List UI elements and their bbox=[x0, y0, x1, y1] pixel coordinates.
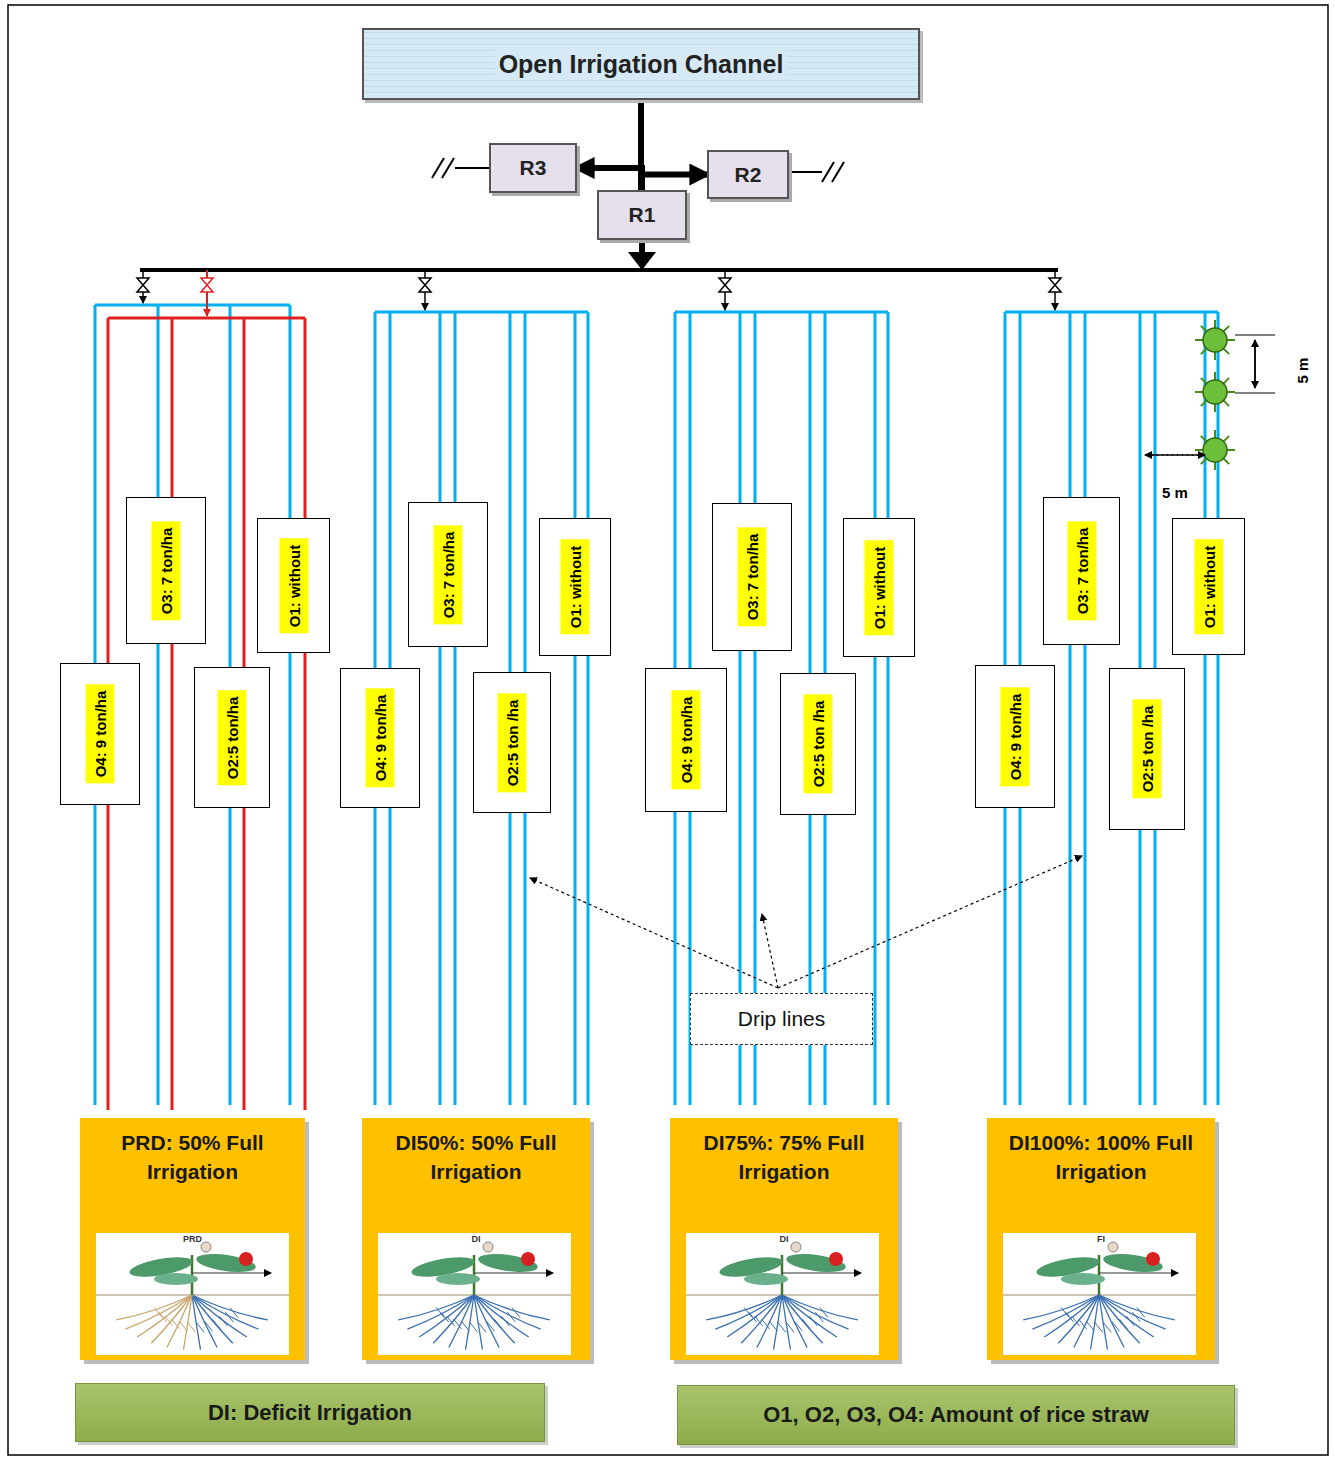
callout-box: Drip lines bbox=[690, 993, 873, 1045]
regulator-box: R2 bbox=[707, 150, 789, 199]
treatment-box: PRD: 50% Full IrrigationPRD bbox=[80, 1118, 305, 1360]
regulator-box: R1 bbox=[597, 190, 687, 240]
treatment-title: DI75%: 75% Full Irrigation bbox=[670, 1118, 898, 1187]
treatment-title: DI50%: 50% Full Irrigation bbox=[362, 1118, 590, 1187]
treatment-label-box: O2:5 ton /ha bbox=[780, 673, 856, 815]
flow-connector bbox=[642, 175, 707, 191]
plant-illustration bbox=[686, 1233, 879, 1355]
straw-amount-label: O1: without bbox=[279, 538, 308, 633]
treatment-label-box: O4: 9 ton/ha bbox=[975, 665, 1055, 808]
treatment-label-box: O2:5 ton /ha bbox=[473, 672, 551, 813]
straw-amount-label: O2:5 ton /ha bbox=[498, 693, 527, 792]
regulator-label: R3 bbox=[520, 156, 547, 180]
straw-amount-label: O4: 9 ton/ha bbox=[672, 691, 701, 790]
treatment-box: DI75%: 75% Full IrrigationDI bbox=[670, 1118, 898, 1360]
dimension-label: 5 m bbox=[1162, 484, 1188, 501]
treatment-label-box: O1: without bbox=[843, 518, 915, 657]
legend-note: DI: Deficit Irrigation bbox=[208, 1400, 412, 1426]
treatment-label-box: O4: 9 ton/ha bbox=[645, 668, 727, 812]
channel-box: Open Irrigation Channel bbox=[362, 28, 920, 100]
treatment-box: DI100%: 100% Full IrrigationFI bbox=[987, 1118, 1215, 1360]
legend-note: O1, O2, O3, O4: Amount of rice straw bbox=[763, 1402, 1149, 1428]
straw-amount-label: O1: without bbox=[1194, 539, 1223, 634]
treatment-label-box: O4: 9 ton/ha bbox=[340, 668, 420, 808]
dimension-label: 5 m bbox=[1294, 358, 1311, 384]
treatment-label-box: O1: without bbox=[1172, 518, 1245, 655]
straw-amount-label: O2:5 ton /ha bbox=[1133, 700, 1162, 799]
legend-band: DI: Deficit Irrigation bbox=[75, 1383, 545, 1442]
treatment-label-box: O1: without bbox=[257, 518, 330, 653]
straw-amount-label: O4: 9 ton/ha bbox=[86, 685, 115, 784]
regulator-box: R3 bbox=[489, 143, 577, 193]
straw-amount-label: O1: without bbox=[865, 540, 894, 635]
treatment-label-box: O3: 7 ton/ha bbox=[712, 503, 792, 651]
treatment-title: PRD: 50% Full Irrigation bbox=[80, 1118, 305, 1187]
legend-band: O1, O2, O3, O4: Amount of rice straw bbox=[677, 1385, 1235, 1445]
straw-amount-label: O3: 7 ton/ha bbox=[152, 521, 181, 620]
straw-amount-label: O4: 9 ton/ha bbox=[1001, 687, 1030, 786]
treatment-label-box: O1: without bbox=[539, 518, 611, 656]
straw-amount-label: O1: without bbox=[561, 540, 590, 635]
treatment-label-box: O2:5 ton/ha bbox=[194, 667, 270, 808]
treatment-title: DI100%: 100% Full Irrigation bbox=[987, 1118, 1215, 1187]
straw-amount-label: O4: 9 ton/ha bbox=[366, 689, 395, 788]
illustration-caption: FI bbox=[987, 1234, 1215, 1244]
plant-illustration bbox=[378, 1233, 571, 1355]
straw-amount-label: O2:5 ton/ha bbox=[218, 690, 247, 785]
regulator-label: R1 bbox=[629, 203, 656, 227]
straw-amount-label: O3: 7 ton/ha bbox=[1067, 522, 1096, 621]
straw-amount-label: O2:5 ton /ha bbox=[804, 695, 833, 794]
flow-connector bbox=[577, 168, 642, 190]
plant-illustration bbox=[1003, 1233, 1196, 1355]
regulator-label: R2 bbox=[735, 163, 762, 187]
treatment-label-box: O4: 9 ton/ha bbox=[60, 663, 140, 805]
straw-amount-label: O3: 7 ton/ha bbox=[738, 528, 767, 627]
illustration-caption: DI bbox=[362, 1234, 590, 1244]
channel-title: Open Irrigation Channel bbox=[495, 50, 788, 79]
treatment-label-box: O3: 7 ton/ha bbox=[1043, 497, 1120, 645]
illustration-caption: DI bbox=[670, 1234, 898, 1244]
plant-illustration bbox=[96, 1233, 289, 1355]
treatment-label-box: O3: 7 ton/ha bbox=[408, 502, 488, 647]
treatment-box: DI50%: 50% Full IrrigationDI bbox=[362, 1118, 590, 1360]
treatment-label-box: O2:5 ton /ha bbox=[1109, 668, 1185, 830]
straw-amount-label: O3: 7 ton/ha bbox=[434, 525, 463, 624]
callout-label: Drip lines bbox=[738, 1007, 826, 1031]
illustration-caption: PRD bbox=[80, 1234, 305, 1244]
treatment-label-box: O3: 7 ton/ha bbox=[126, 497, 206, 644]
